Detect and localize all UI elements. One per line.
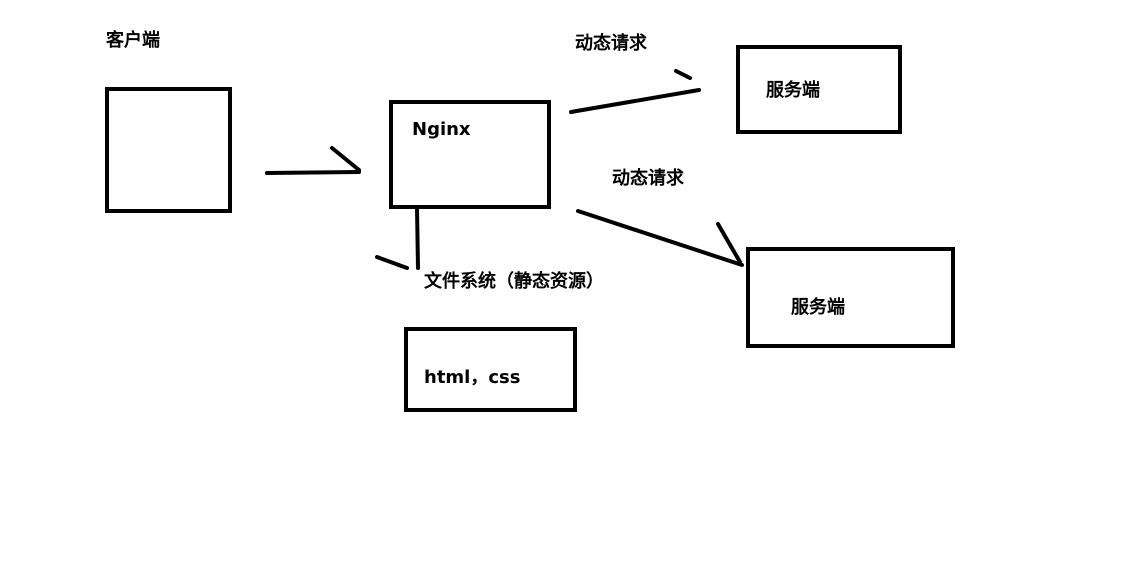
server-bottom-label: 服务端	[791, 297, 845, 318]
server-top-label: 服务端	[766, 80, 820, 101]
nginx-label: Nginx	[412, 119, 471, 140]
server-bottom-box	[746, 247, 955, 348]
static-files-label: html，css	[424, 367, 521, 388]
nginx-to-server-bottom-arrow-shaft	[576, 209, 744, 267]
nginx-box	[389, 100, 551, 209]
client-to-nginx-arrow-shaft	[265, 170, 361, 175]
dynamic-request-bottom-label: 动态请求	[612, 168, 684, 189]
nginx-to-files-arrow-shaft	[415, 206, 420, 270]
nginx-to-files-arrow-head	[375, 255, 409, 270]
nginx-to-server-top-arrow-shaft	[569, 88, 701, 114]
client-to-nginx-arrow-head	[330, 146, 361, 172]
client-box	[105, 87, 232, 213]
file-system-label: 文件系统（静态资源）	[424, 271, 604, 292]
dynamic-request-top-label: 动态请求	[575, 33, 647, 54]
nginx-to-server-bottom-arrow-head	[716, 222, 742, 264]
client-label: 客户端	[106, 30, 160, 51]
server-top-box	[736, 45, 902, 134]
nginx-to-server-top-arrow-head	[674, 69, 692, 80]
static-files-box	[404, 327, 577, 412]
